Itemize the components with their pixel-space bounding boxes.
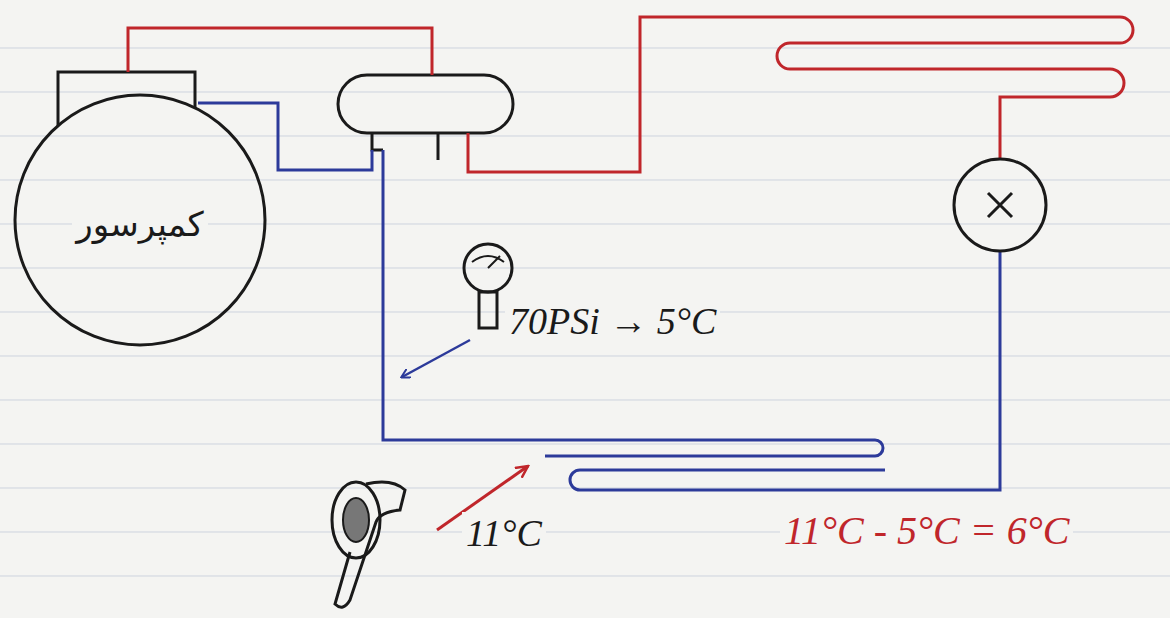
gauge-leader — [402, 340, 470, 377]
evaporator-coil — [570, 251, 1000, 490]
gauge-reading: 70PSi → 5°C — [505, 300, 720, 344]
expansion-valve — [954, 159, 1046, 251]
ruled-lines — [0, 48, 1170, 576]
thermometer-head — [332, 482, 380, 558]
condenser-coil — [468, 17, 1133, 172]
gauge-stem — [479, 292, 497, 328]
thermometer-handle — [335, 482, 405, 607]
evaporator-coil — [383, 150, 883, 456]
gauge-needle — [472, 256, 504, 268]
compressor-head — [58, 72, 195, 126]
compressor-label: کمپرسور — [72, 205, 207, 244]
compressor-shell — [15, 95, 265, 345]
compressor: کمپرسور — [72, 205, 207, 244]
thermometer-lens — [343, 498, 369, 542]
discharge-pipe — [128, 28, 432, 75]
valve-cross — [988, 193, 1012, 217]
receiver-tank — [338, 75, 513, 133]
temperature-reading: 11°C — [462, 512, 546, 556]
superheat-calculation: 11°C - 5°C = 6°C — [780, 508, 1073, 554]
pressure-gauge — [464, 244, 512, 292]
suction-pipe — [198, 103, 372, 170]
